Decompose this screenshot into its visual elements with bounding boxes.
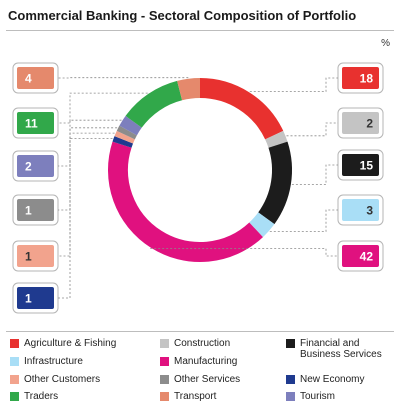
legend-swatch <box>10 339 19 348</box>
legend-swatch <box>160 375 169 384</box>
legend-swatch <box>10 357 19 366</box>
slice-traders <box>125 80 183 128</box>
slice-new-economy <box>112 136 134 148</box>
legend-swatch <box>10 392 19 401</box>
data-label-manufacturing: 42 <box>360 250 374 264</box>
label-swatch-manufacturing <box>342 245 379 267</box>
label-swatch-new-economy <box>17 287 54 309</box>
data-label-infrastructure: 3 <box>366 204 373 218</box>
leader-line-financial-and-business-services <box>291 164 338 185</box>
leader-line-construction <box>286 122 338 137</box>
data-label-transport: 4 <box>25 72 32 86</box>
legend-label: Manufacturing <box>174 356 238 367</box>
legend-swatch <box>160 392 169 401</box>
title-rule <box>6 30 394 31</box>
leader-line-manufacturing <box>150 248 338 257</box>
data-label-new-economy: 1 <box>25 292 32 306</box>
slice-tourism <box>119 115 142 136</box>
leader-line-traders <box>58 92 148 124</box>
legend-label: Financial and Business Services <box>300 338 382 360</box>
legend-rule <box>6 331 394 332</box>
label-swatch-construction <box>342 112 379 134</box>
legend-label: New Economy <box>300 374 365 385</box>
slice-agriculture-fishing <box>199 78 284 140</box>
legend-label: Traders <box>24 391 59 402</box>
data-label-agriculture-fishing: 18 <box>360 72 374 86</box>
label-swatch-agriculture-fishing <box>342 67 379 89</box>
legend-label: Transport <box>174 391 217 402</box>
leader-line-new-economy <box>58 138 113 299</box>
slice-transport <box>177 78 201 101</box>
label-swatch-other-customers <box>17 245 54 267</box>
legend-swatch <box>286 375 295 384</box>
chart-title: Commercial Banking - Sectoral Compositio… <box>8 8 357 23</box>
leader-line-agriculture-fishing <box>249 77 338 92</box>
unit-label: % <box>381 38 390 49</box>
label-swatch-other-services <box>17 199 54 221</box>
slice-other-services <box>116 125 137 140</box>
data-label-traders: 11 <box>25 117 38 131</box>
legend-label: Other Customers <box>24 374 101 385</box>
legend-label: Infrastructure <box>24 356 83 367</box>
slice-infrastructure <box>249 212 275 238</box>
legend-label: Other Services <box>174 374 241 385</box>
data-label-tourism: 2 <box>25 160 32 174</box>
label-swatch-financial-and-business-services <box>342 154 379 176</box>
legend-swatch <box>160 339 169 348</box>
label-swatch-traders <box>17 112 54 134</box>
legend-label: Agriculture & Fishing <box>24 338 117 349</box>
legend-swatch <box>286 339 295 348</box>
legend-label: Tourism <box>300 391 336 402</box>
leader-line-other-customers <box>58 132 115 257</box>
legend-swatch <box>10 375 19 384</box>
label-swatch-transport <box>17 67 54 89</box>
data-label-other-services: 1 <box>25 204 32 218</box>
legend-swatch <box>160 357 169 366</box>
data-label-financial-and-business-services: 15 <box>360 159 374 173</box>
leader-line-infrastructure <box>269 209 338 232</box>
label-swatch-infrastructure <box>342 199 379 221</box>
slice-financial-and-business-services <box>258 141 292 225</box>
legend-label: Construction <box>174 338 231 349</box>
slice-construction <box>265 130 288 148</box>
legend-swatch <box>286 392 295 401</box>
data-label-construction: 2 <box>366 117 373 131</box>
slice-manufacturing <box>108 141 263 262</box>
data-label-other-customers: 1 <box>25 250 32 264</box>
leader-line-tourism <box>58 119 122 167</box>
slice-other-customers <box>114 130 135 144</box>
label-swatch-tourism <box>17 155 54 177</box>
